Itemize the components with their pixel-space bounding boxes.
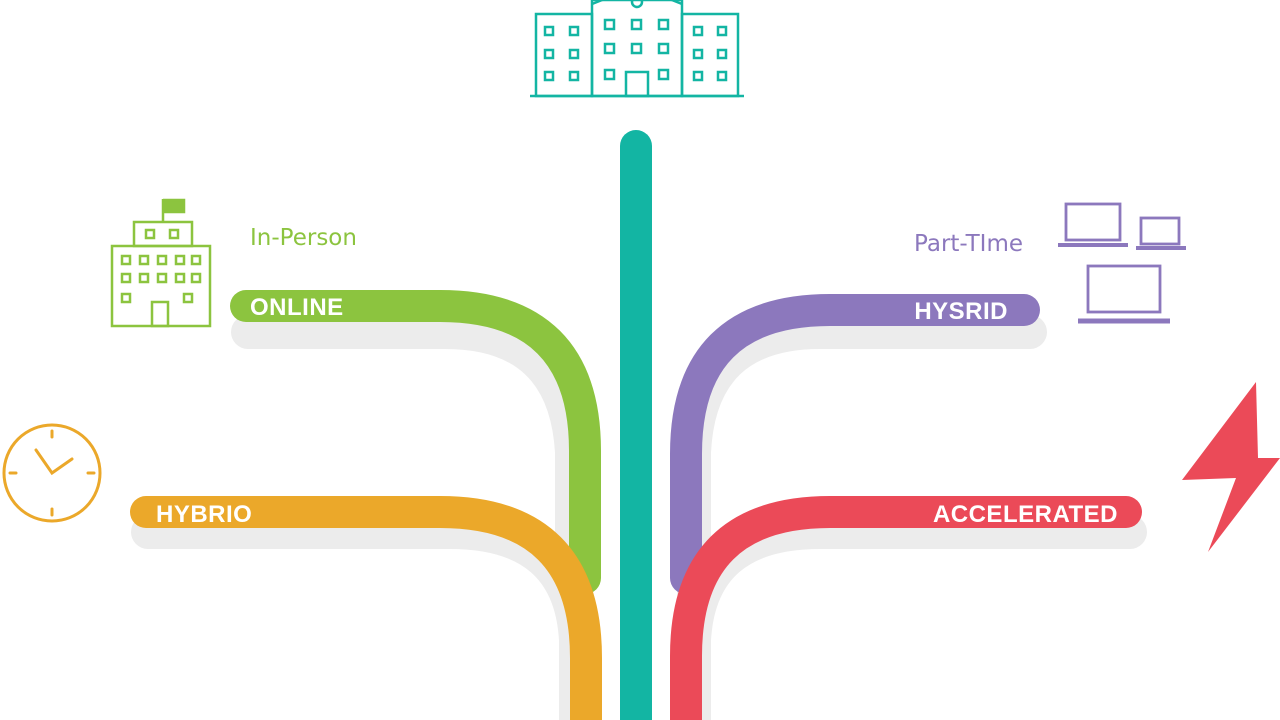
hysrid-label: HYSRID: [914, 298, 1008, 325]
hysrid-path: [670, 294, 1040, 594]
hybrio-label: HYBRIO: [156, 501, 252, 528]
online-label: ONLINE: [250, 294, 344, 321]
center-windows: [603, 18, 670, 81]
hybrio-path-shadow: [131, 515, 593, 720]
accelerated-label: ACCELERATED: [933, 501, 1118, 528]
university-building-icon: [530, 0, 744, 98]
clock-icon: [2, 423, 102, 523]
right-wing-windows: [692, 25, 728, 82]
laptops-icon: [1058, 202, 1186, 324]
part-time-caption: Part-TIme: [914, 231, 1023, 257]
in-person-caption: In-Person: [250, 225, 357, 251]
lightning-bolt-icon: [1182, 382, 1280, 552]
online-path: [230, 290, 601, 594]
hybrio-path: [130, 496, 602, 720]
accelerated-path-shadow: [677, 515, 1147, 720]
school-building-icon: [110, 198, 212, 328]
accelerated-path: [670, 496, 1142, 720]
left-wing-windows: [543, 25, 580, 82]
